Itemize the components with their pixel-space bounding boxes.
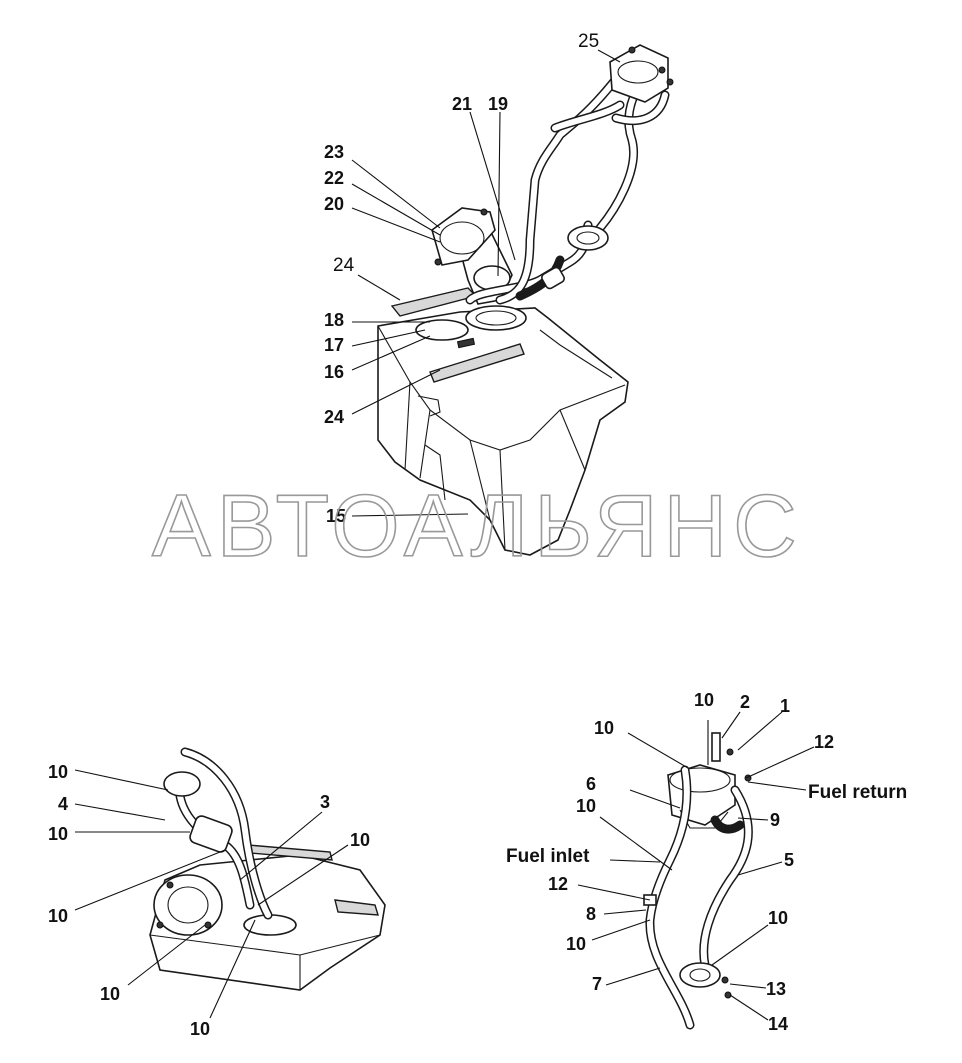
callout-17: 17: [324, 335, 344, 355]
callout-16: 16: [324, 362, 344, 382]
callout-left-10e: 10: [100, 984, 120, 1004]
inline-filter: [541, 225, 609, 290]
callout-15: 15: [326, 506, 346, 526]
callout-right-10b: 10: [694, 690, 714, 710]
callout-24-upper: 24: [333, 255, 355, 276]
left-leaders: [74, 769, 349, 1019]
callout-24-lower: 24: [324, 407, 344, 427]
right-hoses: [645, 765, 753, 1030]
note-fuel-inlet: Fuel inlet: [506, 846, 590, 867]
callout-left-4: 4: [58, 794, 68, 814]
filler-cap: [431, 207, 496, 266]
callout-left-3: 3: [320, 792, 330, 812]
callout-right-1: 1: [780, 696, 790, 716]
right-filter-6: [667, 732, 752, 829]
left-hoses: [174, 747, 273, 920]
callout-25: 25: [578, 31, 599, 52]
filter-housing-25: [609, 44, 674, 103]
callout-right-13: 13: [766, 979, 786, 999]
callout-right-10e: 10: [768, 908, 788, 928]
tank-strap-lower: [429, 343, 525, 383]
callout-23: 23: [324, 142, 344, 162]
note-fuel-return: Fuel return: [808, 782, 907, 803]
callout-18: 18: [324, 310, 344, 330]
sender-label: [456, 337, 476, 349]
callout-right-5: 5: [784, 850, 794, 870]
callout-19: 19: [488, 94, 508, 114]
sender-flange: [415, 319, 469, 341]
callout-right-10c: 10: [576, 796, 596, 816]
callout-right-8: 8: [586, 904, 596, 924]
callout-left-10a: 10: [48, 762, 68, 782]
callout-right-9: 9: [770, 810, 780, 830]
callout-right-12b: 12: [548, 874, 568, 894]
callout-left-10f: 10: [190, 1019, 210, 1039]
callout-22: 22: [324, 168, 344, 188]
callout-left-10d: 10: [48, 906, 68, 926]
callout-right-14: 14: [768, 1014, 788, 1034]
callout-right-12a: 12: [814, 732, 834, 752]
top-view-assembly: 25 21 19 23 22 20 24 18 17 16 24 15: [324, 31, 674, 556]
left-filter: [163, 771, 233, 853]
right-view-assembly: 10 10 2 1 12 Fuel return 6 10 9 Fuel inl…: [506, 690, 907, 1034]
left-pump: [153, 874, 297, 936]
callout-21: 21: [452, 94, 472, 114]
callout-right-6: 6: [586, 774, 596, 794]
watermark: АВТОАЛЬЯНС: [152, 476, 803, 575]
callout-20: 20: [324, 194, 344, 214]
left-view-assembly: 10 4 10 3 10 10 10 10: [48, 747, 386, 1039]
right-leaders: [577, 711, 815, 1021]
callout-right-7: 7: [592, 974, 602, 994]
callout-right-10a: 10: [594, 718, 614, 738]
callout-left-10c: 10: [350, 830, 370, 850]
top-leaders: [351, 49, 621, 517]
callout-left-10b: 10: [48, 824, 68, 844]
callout-right-2: 2: [740, 692, 750, 712]
callout-right-10d: 10: [566, 934, 586, 954]
